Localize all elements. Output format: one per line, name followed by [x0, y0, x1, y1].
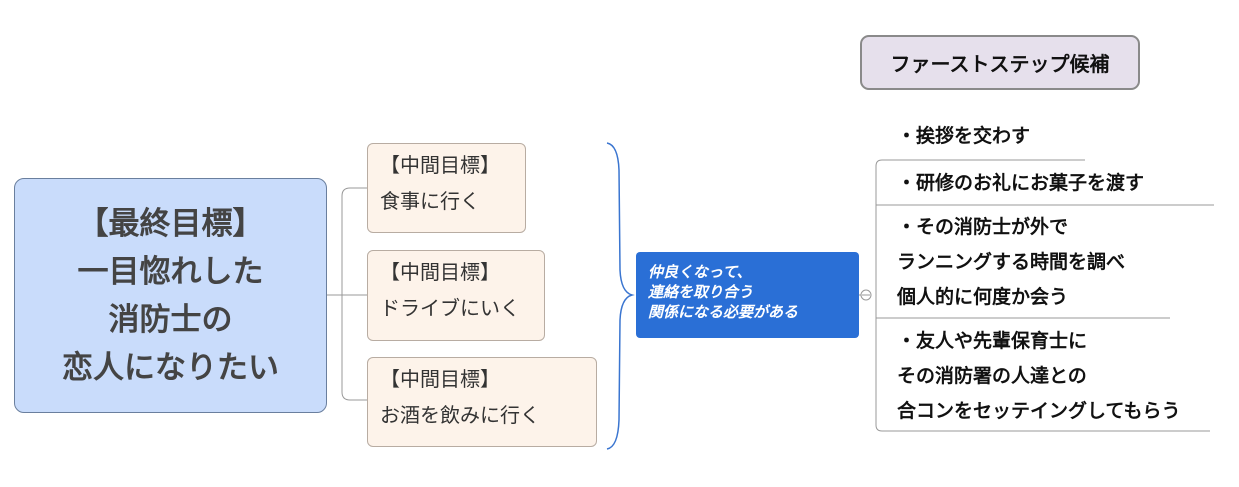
intermediate-text: 食事に行く [380, 189, 480, 213]
item-line: 合コンをセッテイングしてもらう [897, 400, 1181, 422]
connector-items [875, 159, 1210, 432]
item-line: ・その消防士が外で [897, 216, 1069, 238]
first-step-title-node[interactable]: ファーストステップ候補 [860, 35, 1140, 90]
item-line: ・挨拶を交わす [897, 125, 1031, 147]
brace-icon [606, 142, 635, 450]
final-goal-line: 恋人になりたい [62, 349, 279, 386]
summary-line: 関係になる必要がある [648, 303, 799, 321]
item-line: その消防署の人達との [897, 365, 1087, 387]
first-step-title: ファーストステップ候補 [890, 52, 1110, 76]
item-line: ランニングする時間を調べ [897, 251, 1126, 273]
summary-line: 連絡を取り合う [648, 283, 754, 301]
first-step-item[interactable]: ・友人や先輩保育士に その消防署の人達との 合コンをセッテイングしてもらう [897, 324, 1180, 429]
item-line: 個人的に何度か会う [897, 286, 1069, 308]
final-goal-line: 【最終目標】 [77, 205, 264, 242]
first-step-item[interactable]: ・その消防士が外で ランニングする時間を調べ 個人的に何度か会う [897, 210, 1125, 315]
item-line: ・研修のお礼にお菓子を渡す [897, 172, 1145, 194]
intermediate-goal-node[interactable]: 【中間目標】 ドライブにいく [367, 250, 545, 341]
first-step-item[interactable]: ・研修のお礼にお菓子を渡す [897, 166, 1144, 201]
intermediate-goal-node[interactable]: 【中間目標】 お酒を飲みに行く [367, 357, 597, 447]
summary-node[interactable]: 仲良くなって、 連絡を取り合う 関係になる必要がある [636, 252, 859, 338]
summary-line: 仲良くなって、 [648, 263, 752, 281]
intermediate-text: ドライブにいく [380, 296, 520, 320]
intermediate-label: 【中間目標】 [380, 367, 500, 391]
final-goal-line: 一目惚れした [77, 253, 264, 290]
intermediate-goal-node[interactable]: 【中間目標】 食事に行く [367, 143, 526, 233]
final-goal-node[interactable]: 【最終目標】 一目惚れした 消防士の 恋人になりたい [14, 178, 327, 413]
item-line: ・友人や先輩保育士に [897, 330, 1088, 352]
connector-intermediate [341, 187, 367, 401]
intermediate-label: 【中間目標】 [380, 260, 500, 284]
item-underlines [876, 204, 1214, 319]
final-goal-line: 消防士の [108, 301, 233, 338]
intermediate-text: お酒を飲みに行く [380, 403, 540, 427]
first-step-item[interactable]: ・挨拶を交わす [897, 119, 1030, 154]
intermediate-label: 【中間目標】 [380, 153, 500, 177]
